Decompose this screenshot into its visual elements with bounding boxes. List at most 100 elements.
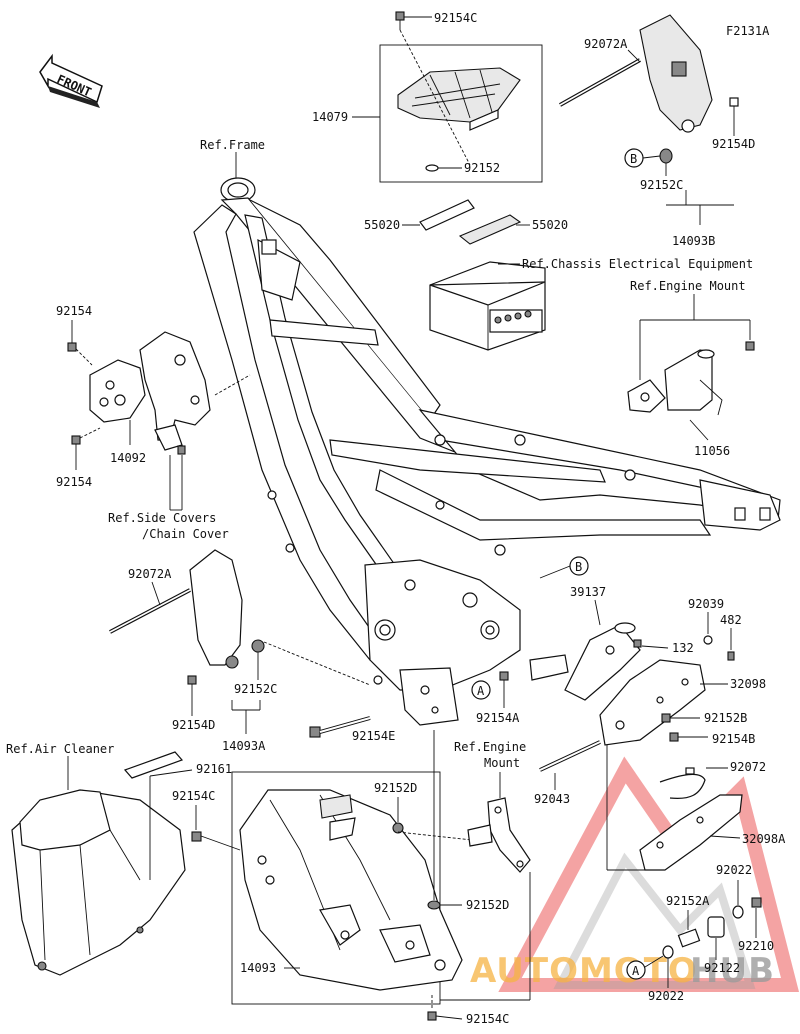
part-132-bolt: [633, 639, 642, 648]
label-92039: 92039: [688, 597, 724, 611]
label-92152D-top: 92152D: [374, 781, 417, 795]
label-92154C-top: 92154C: [434, 11, 477, 25]
part-32098-guard: [599, 659, 706, 746]
label-14093B: 14093B: [672, 234, 715, 248]
ref-side-covers-1: Ref.Side Covers: [108, 511, 216, 525]
label-92154C-mid: 92154C: [172, 789, 215, 803]
part-14093B-cover: [639, 14, 713, 133]
callout-A-left-text: A: [477, 684, 485, 698]
ref-side-covers-2: /Chain Cover: [142, 527, 229, 541]
label-482: 482: [720, 613, 742, 627]
part-14093-skid-plate: [239, 789, 463, 991]
label-92154-top: 92154: [56, 304, 92, 318]
part-92152A-collar: [677, 928, 701, 948]
ref-chassis-electrical: Ref.Chassis Electrical Equipment: [522, 257, 753, 271]
part-92122-bushing: [707, 916, 725, 938]
label-14092: 14092: [110, 451, 146, 465]
label-14093A: 14093A: [222, 739, 266, 753]
ref-engine-mount-top: Ref.Engine Mount: [630, 279, 746, 293]
part-14092-bracket: [89, 331, 211, 451]
part-92154C-bolt-mid: [191, 831, 202, 842]
ref-air-cleaner: Ref.Air Cleaner: [6, 742, 114, 756]
part-92152-grommet: [425, 164, 439, 172]
label-132: 132: [672, 641, 694, 655]
label-55020-left: 55020: [364, 218, 400, 232]
label-92154D-left: 92154D: [172, 718, 215, 732]
diagram-code: F2131A: [726, 24, 770, 38]
label-55020-right: 55020: [532, 218, 568, 232]
label-92072A-left: 92072A: [128, 567, 172, 581]
label-92210: 92210: [738, 939, 774, 953]
label-92072: 92072: [730, 760, 766, 774]
callout-A-left: [471, 680, 491, 700]
label-92152C-left: 92152C: [234, 682, 277, 696]
label-92152C-top: 92152C: [640, 178, 683, 192]
label-92043: 92043: [534, 792, 570, 806]
air-cleaner-box: [11, 789, 186, 976]
part-482-clip: [727, 651, 735, 661]
watermark-triangle-inner: [553, 852, 756, 989]
part-92154D-bolt-top: [729, 97, 739, 118]
label-92152A: 92152A: [666, 894, 710, 908]
part-92072-clamp: [659, 767, 706, 800]
part-92022-washer-top: [732, 905, 744, 919]
label-92154-bot: 92154: [56, 475, 92, 489]
box-14093: [231, 771, 441, 1005]
watermark-text-auto: AUTOMOTO: [470, 951, 698, 991]
label-92154A: 92154A: [476, 711, 520, 725]
part-92154E-long-bolt: [309, 716, 371, 738]
part-92152D-collar-top: [392, 822, 404, 834]
part-92154D-bolt-left: [187, 675, 197, 700]
callout-B-mid-text: B: [575, 560, 582, 574]
part-92210-nut: [751, 897, 762, 908]
part-92154C-bolt-top: [395, 11, 405, 30]
label-39137: 39137: [570, 585, 606, 599]
part-92154-bolt-top: [67, 342, 77, 352]
battery-box: [429, 261, 546, 351]
part-92022-washer-bot: [662, 945, 674, 959]
label-14093: 14093: [240, 961, 276, 975]
ref-frame: Ref.Frame: [200, 138, 265, 152]
callout-A-bottom-text: A: [632, 964, 640, 978]
part-14093A-cover: [189, 549, 243, 666]
front-arrow-icon: FRONT: [39, 53, 103, 108]
label-92152: 92152: [464, 161, 500, 175]
watermark-text-hub: HUB: [690, 951, 775, 991]
part-14079-tray: [397, 67, 521, 131]
label-92072A-top: 92072A: [584, 37, 628, 51]
ref-engine-mount-bottom-1: Ref.Engine: [454, 740, 526, 754]
part-39137-bracket: [529, 622, 641, 701]
label-92122: 92122: [704, 961, 740, 975]
label-92152D-bot: 92152D: [466, 898, 509, 912]
part-92152B-collar: [661, 713, 671, 723]
part-92154C-bolt-bot: [427, 1011, 437, 1021]
part-92039-washer: [703, 635, 713, 645]
part-11056-bracket: [627, 349, 723, 416]
ref-engine-mount-bottom-2: Mount: [484, 756, 520, 770]
part-92154-bolt-bot: [71, 435, 81, 445]
part-92152D-collar-bot: [427, 900, 441, 910]
part-92154A-bolt: [499, 671, 509, 681]
label-92022-bot: 92022: [648, 989, 684, 1003]
watermark-logo: AUTOMOTO HUB: [470, 756, 800, 992]
callout-B-top-text: B: [630, 152, 637, 166]
part-bolt-engine-mount: [745, 341, 755, 351]
part-92043-pin: [539, 740, 601, 772]
part-55020-pad-left: [419, 199, 475, 231]
part-side-cover-studs: [177, 445, 186, 455]
label-92154E: 92154E: [352, 729, 395, 743]
part-92154B-bolt: [669, 732, 679, 742]
part-engine-mount-bottom-bracket: [467, 797, 531, 873]
label-92154D-top: 92154D: [712, 137, 755, 151]
label-92022-top: 92022: [716, 863, 752, 877]
part-55020-pad-right: [458, 214, 522, 245]
part-92072A-strip-left: [109, 588, 191, 634]
label-14079: 14079: [312, 110, 348, 124]
frame-assembly: [193, 177, 781, 726]
label-92154B: 92154B: [712, 732, 755, 746]
label-92154C-bot: 92154C: [466, 1012, 509, 1026]
label-92161: 92161: [196, 762, 232, 776]
part-92072A-strip-top: [559, 58, 641, 107]
